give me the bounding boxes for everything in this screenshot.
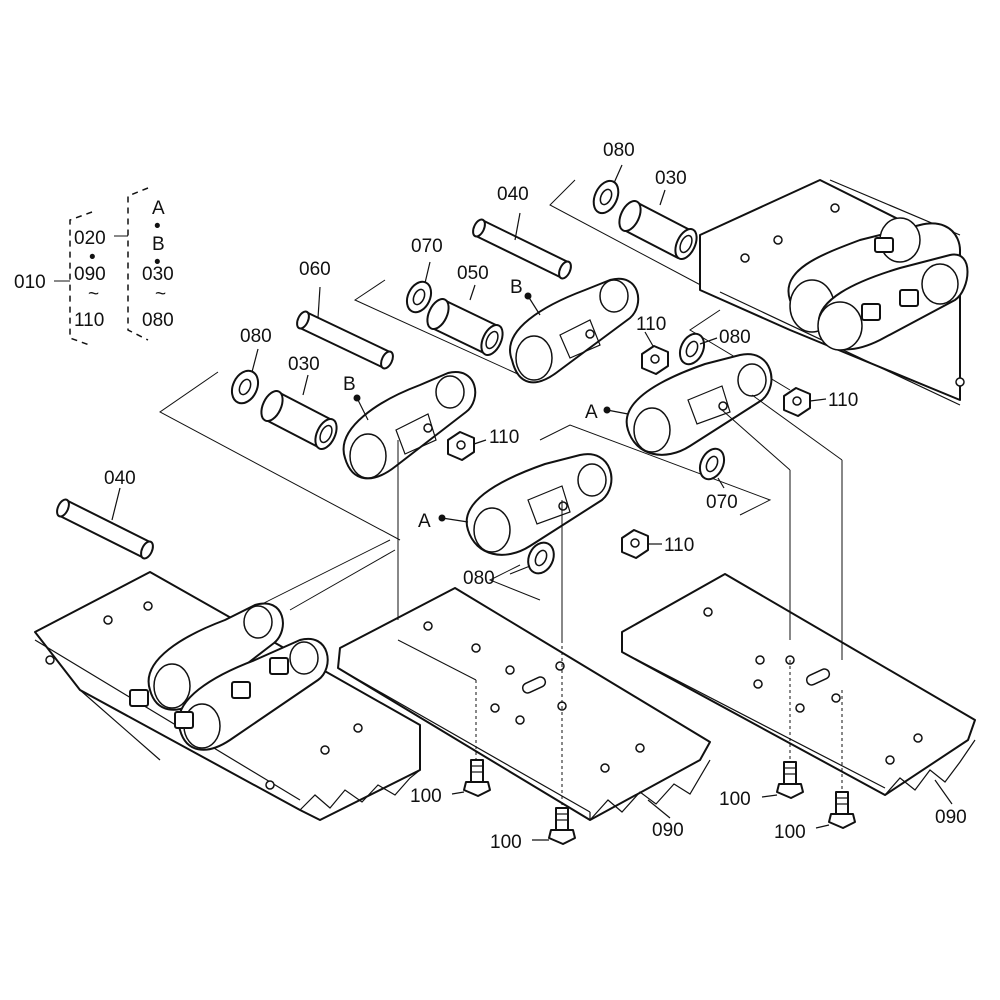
label-080-top: 080 — [603, 140, 635, 161]
label-link-b-lower: B — [343, 374, 356, 395]
label-100-c: 100 — [719, 789, 751, 810]
label-080-left: 080 — [240, 326, 272, 347]
bushing-050: 050 — [426, 263, 504, 356]
legend-range-end: 110 — [74, 310, 104, 331]
legend-sub-end: 080 — [142, 310, 174, 331]
legend-sub-start: A — [152, 198, 165, 219]
bushing-030-top: 030 — [618, 168, 698, 260]
track-chain-lower-left — [34, 571, 421, 821]
label-090-right: 090 — [935, 807, 967, 828]
legend-sub-dot-2: • — [154, 252, 161, 273]
label-050: 050 — [457, 263, 489, 284]
label-030-top: 030 — [655, 168, 687, 189]
bolt-100-d: 100 — [774, 791, 856, 843]
legend-range-tilde: ~ — [88, 284, 99, 305]
legend-sub-tilde: ~ — [155, 284, 166, 305]
assembly-guide-lines — [159, 179, 791, 621]
label-link-b-upper: B — [510, 277, 523, 298]
label-110-d: 110 — [664, 535, 694, 556]
label-080-bottom: 080 — [463, 568, 495, 589]
pin-040-left: 040 — [56, 468, 154, 560]
bolt-100-a: 100 — [410, 759, 491, 807]
legend-range-dot: • — [89, 247, 96, 268]
label-040-top: 040 — [497, 184, 529, 205]
track-shoe-090-center — [337, 587, 711, 821]
label-100-d: 100 — [774, 822, 806, 843]
label-110-b: 110 — [489, 427, 519, 448]
pin-060: 060 — [296, 259, 394, 370]
label-030-left: 030 — [288, 354, 320, 375]
label-link-a-upper: A — [585, 402, 598, 423]
legend-left-bracket — [69, 211, 93, 347]
legend-sub-dot-1: • — [154, 216, 161, 237]
washer-080-bottom: 080 — [463, 541, 555, 589]
label-040-left: 040 — [104, 468, 136, 489]
washer-080-top: 080 — [592, 140, 635, 215]
washer-080-left: 080 — [230, 326, 272, 405]
track-link-a-lower: A — [418, 453, 613, 556]
legend-right-bracket — [127, 187, 149, 341]
label-100-b: 100 — [490, 832, 522, 853]
washer-070-top: 070 — [405, 236, 443, 314]
legend-assembly-number: 010 — [14, 272, 46, 293]
bolt-100-b: 100 — [490, 807, 576, 853]
nut-110-d: 110 — [621, 529, 694, 559]
label-090-center: 090 — [652, 820, 684, 841]
washer-070-right: 070 — [698, 447, 738, 513]
label-110-c: 110 — [828, 390, 858, 411]
pin-040-top: 040 — [472, 184, 572, 280]
track-link-a-upper: A — [585, 353, 773, 456]
legend-sub-b: B — [152, 234, 165, 255]
track-shoe-090-right — [621, 573, 976, 796]
label-060: 060 — [299, 259, 331, 280]
nut-110-b: 110 — [447, 427, 519, 461]
shoe-labels: 090 090 — [647, 779, 967, 841]
label-link-a-lower: A — [418, 511, 431, 532]
track-link-b-upper: B — [509, 277, 640, 384]
label-080-right: 080 — [719, 327, 751, 348]
legend-sub-030: 030 — [142, 264, 174, 285]
track-link-b-lower: B — [342, 371, 477, 480]
bolt-alignment-lines — [397, 394, 843, 810]
bushing-030-left: 030 — [260, 354, 338, 450]
label-100-a: 100 — [410, 786, 442, 807]
label-070-top: 070 — [411, 236, 443, 257]
washer-080-right: 080 — [678, 327, 751, 366]
legend-range-start: 020 — [74, 228, 106, 249]
nut-110-c: 110 — [783, 387, 858, 417]
legend-range-mid: 090 — [74, 264, 106, 285]
nut-110-a: 110 — [636, 314, 669, 375]
assembly-legend: 010 020 • 090 ~ 110 A • B • 030 ~ 080 — [14, 187, 174, 347]
label-070-right: 070 — [706, 492, 738, 513]
bolt-100-c: 100 — [719, 761, 804, 810]
track-chain-upper-right — [699, 179, 969, 406]
label-110-a: 110 — [636, 314, 666, 335]
